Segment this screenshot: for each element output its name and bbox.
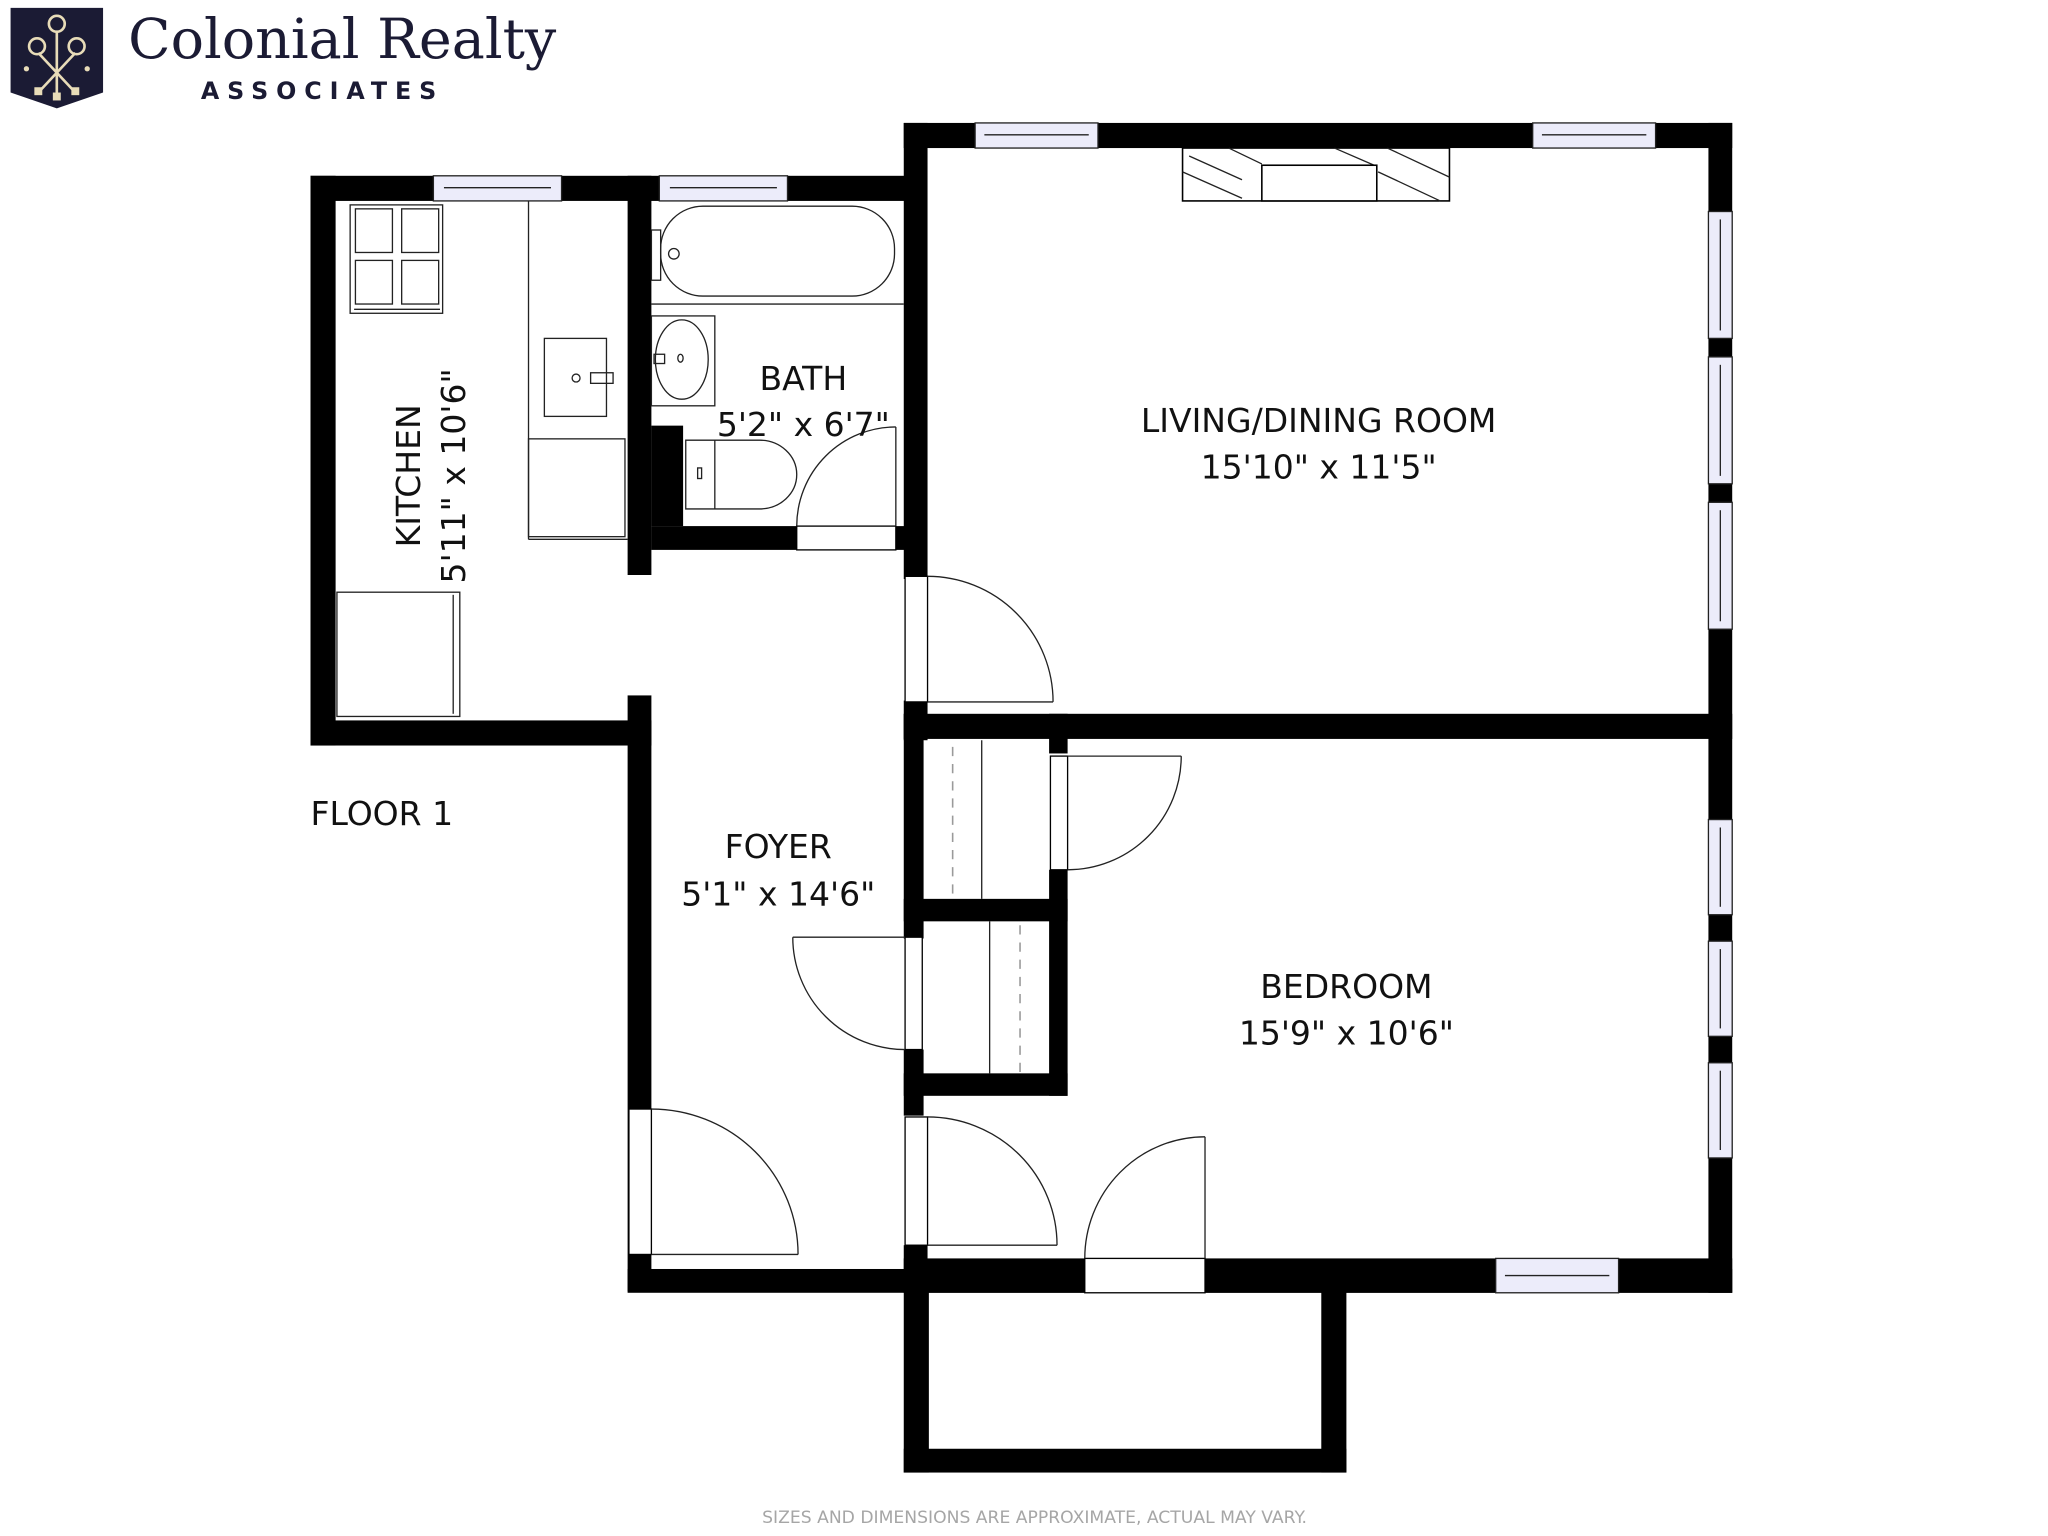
dishwasher-icon [527, 438, 626, 538]
bedroom-closet-door[interactable] [1084, 1136, 1206, 1259]
living-room-door[interactable] [904, 575, 1054, 703]
bathtub-icon [650, 205, 904, 305]
window [658, 175, 789, 202]
front-door[interactable] [628, 1108, 799, 1256]
window [1707, 940, 1733, 1037]
room-name: FOYER [725, 827, 832, 866]
brand-subtitle: ASSOCIATES [201, 77, 444, 105]
room-dims: 5'11" x 10'6" [434, 368, 473, 583]
bedroom-door[interactable] [904, 1116, 1058, 1246]
closet-2 [988, 921, 1021, 1074]
room-label-kitchen: KITCHEN 5'11" x 10'6" [389, 368, 473, 583]
window [1532, 122, 1657, 149]
closet-1 [951, 740, 983, 899]
kitchen-sink-icon [543, 337, 614, 418]
room-dims: 5'2" x 6'7" [717, 405, 890, 444]
fireplace [1181, 147, 1451, 202]
room-dims: 15'9" x 10'6" [1239, 1013, 1454, 1052]
closet-2-door[interactable] [792, 936, 923, 1051]
bath-sink-icon [650, 315, 716, 407]
window [1707, 1062, 1733, 1159]
closet-1-door[interactable] [1049, 755, 1182, 871]
room-label-living: LIVING/DINING ROOM 15'10" x 11'5" [1141, 401, 1497, 486]
crossed-keys-shield-icon [10, 7, 104, 109]
counter [527, 200, 628, 540]
kitchen-foyer-opening [627, 575, 652, 696]
brand-name: Colonial Realty [128, 7, 557, 72]
room-name: BATH [760, 359, 848, 398]
bath-door[interactable] [796, 426, 897, 551]
disclaimer: SIZES AND DIMENSIONS ARE APPROXIMATE, AC… [762, 1508, 1307, 1528]
room-label-foyer: FOYER 5'1" x 14'6" [681, 827, 875, 914]
window [432, 175, 563, 202]
window [1707, 210, 1733, 340]
room-label-bath: BATH 5'2" x 6'7" [717, 359, 890, 444]
room-dims: 15'10" x 11'5" [1201, 448, 1437, 487]
window [1495, 1257, 1620, 1294]
windows [432, 122, 1733, 1294]
toilet-icon [685, 439, 798, 510]
room-name: LIVING/DINING ROOM [1141, 401, 1497, 440]
window [974, 122, 1099, 149]
walls [310, 122, 1733, 1473]
room-name: KITCHEN [389, 404, 428, 547]
room-dims: 5'1" x 14'6" [681, 874, 875, 913]
refrigerator-icon [336, 591, 461, 718]
floor-label: FLOOR 1 [311, 794, 454, 833]
window [1707, 356, 1733, 485]
brand-logo: Colonial Realty ASSOCIATES [10, 7, 557, 109]
window [1707, 818, 1733, 916]
window [1707, 501, 1733, 630]
room-name: BEDROOM [1260, 967, 1432, 1006]
stove-icon [349, 204, 444, 314]
room-label-bedroom: BEDROOM 15'9" x 10'6" [1239, 967, 1454, 1052]
